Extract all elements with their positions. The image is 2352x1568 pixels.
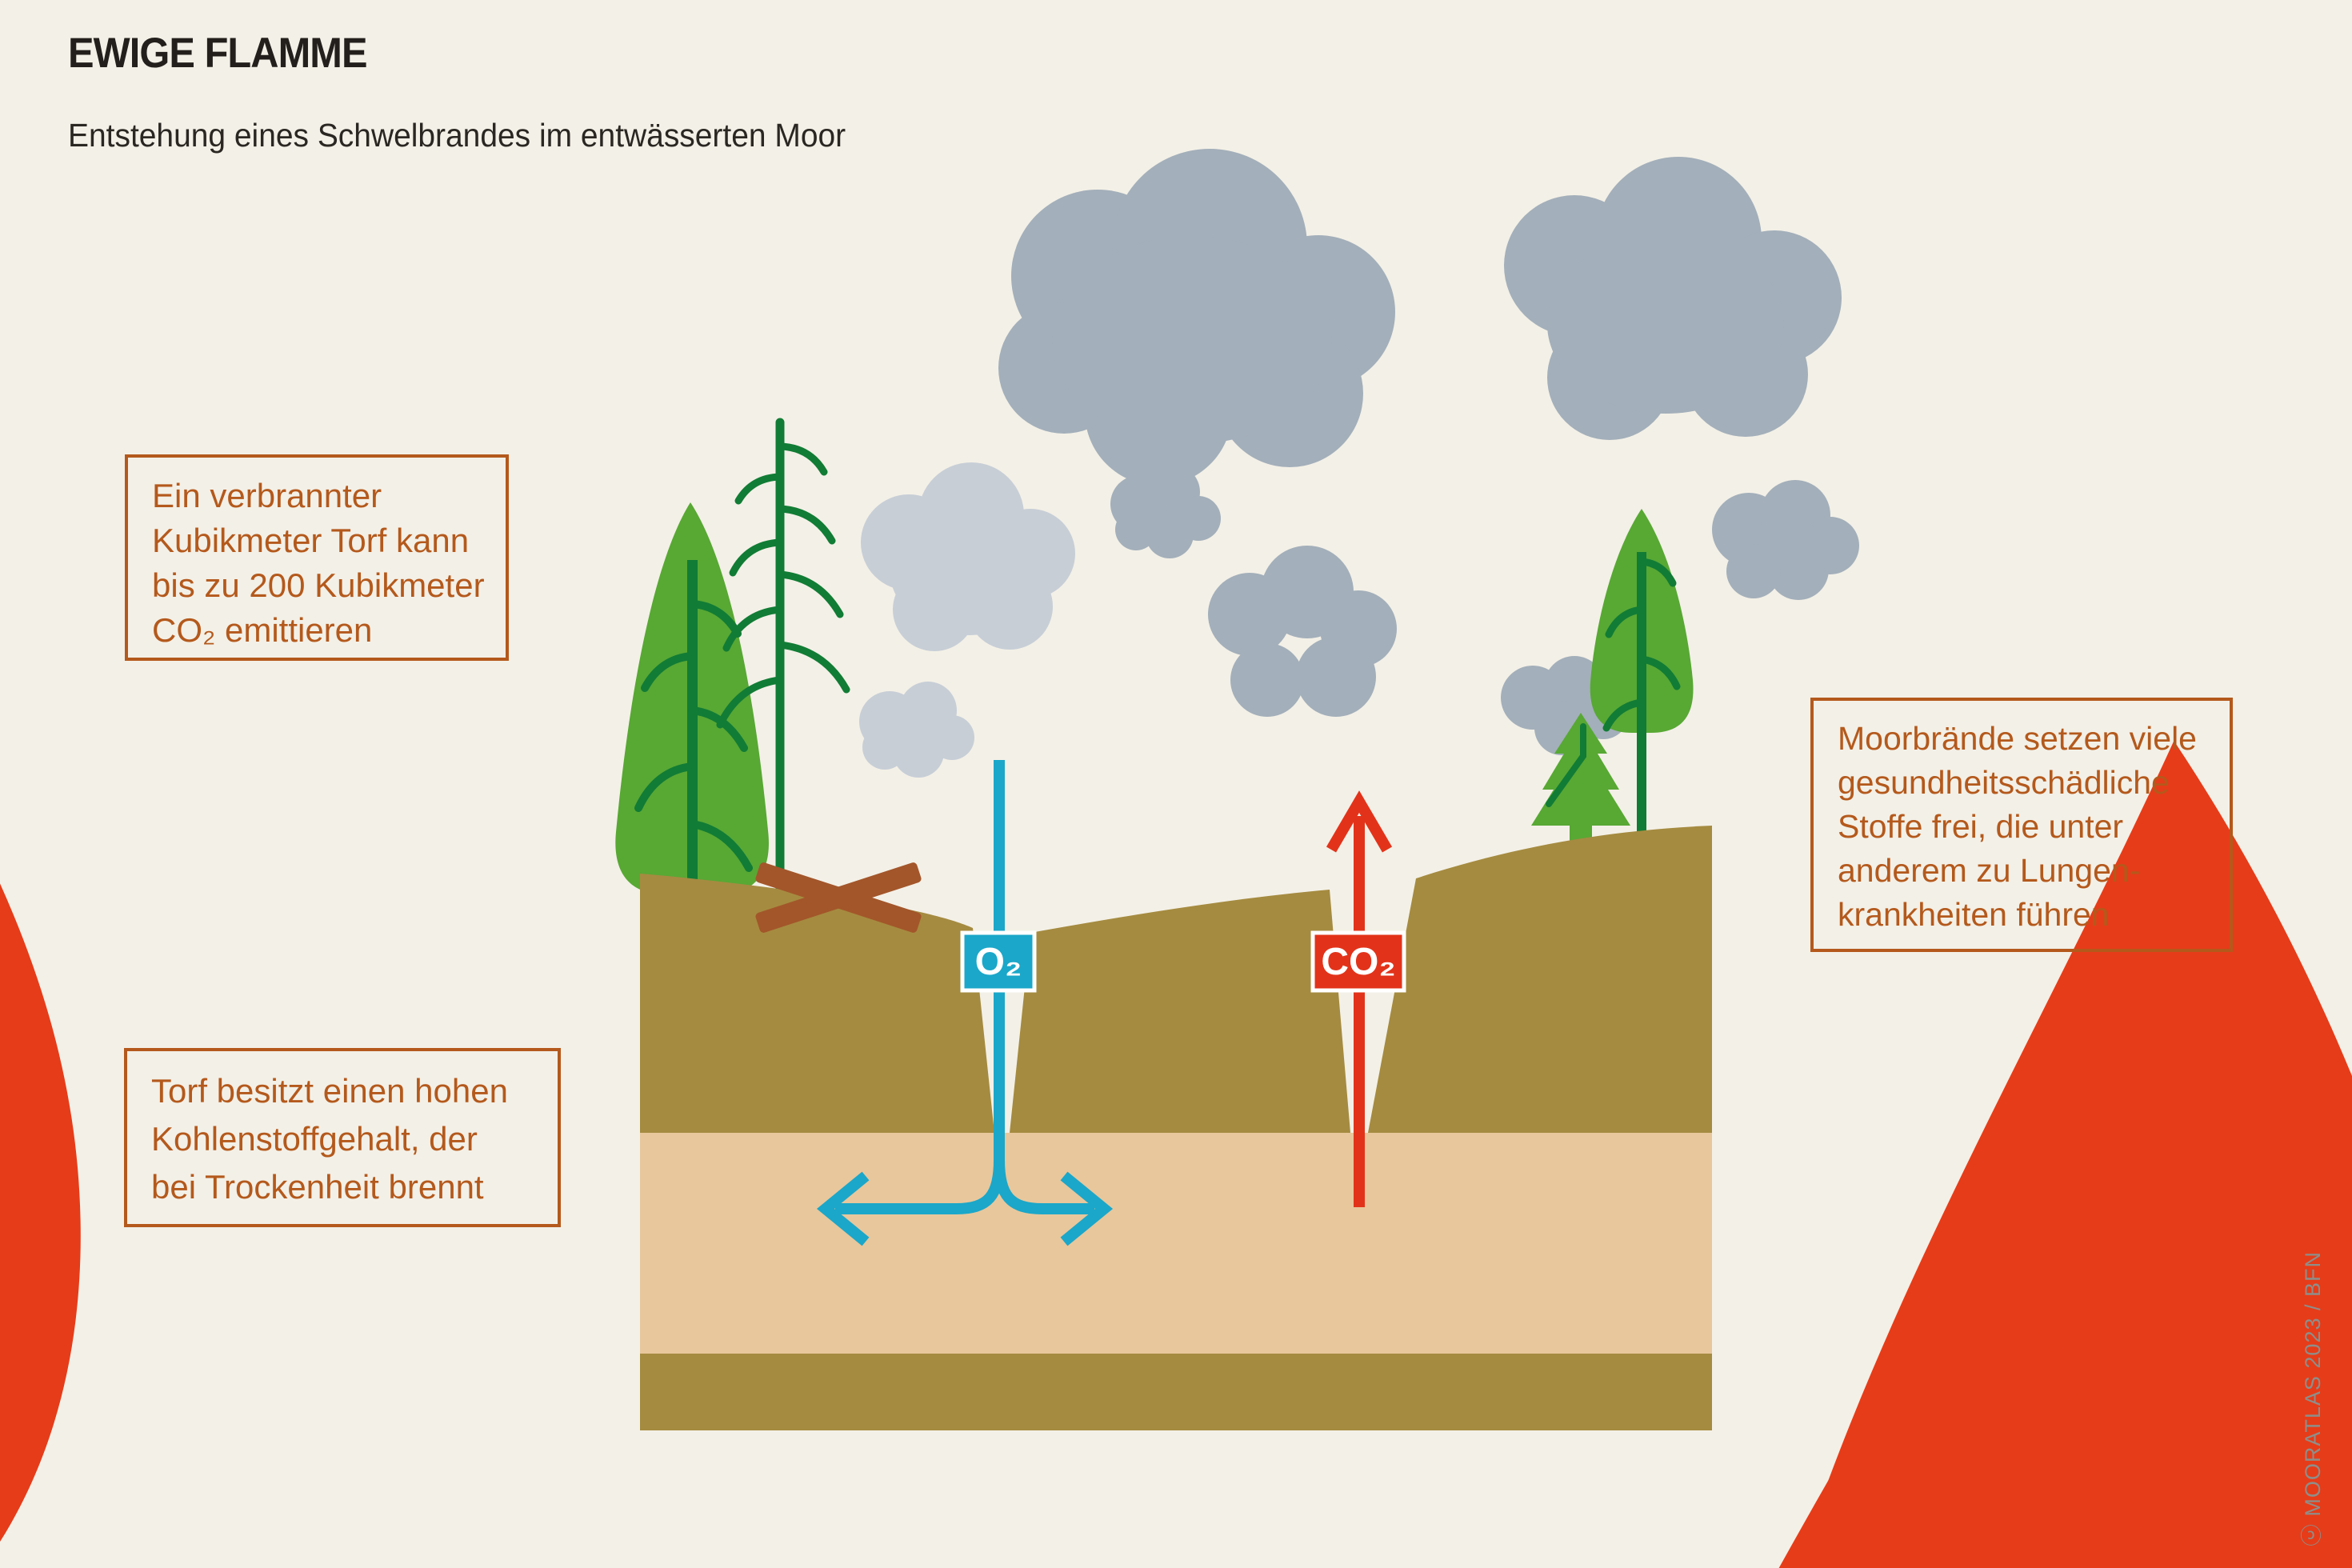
callout-peat: Torf besitzt einen hohen Kohlenstoffgeha… xyxy=(124,1048,561,1227)
callout-line: Moorbrände setzen viele xyxy=(1838,720,2197,757)
dead-tree-icon xyxy=(716,418,850,933)
soil-layers xyxy=(640,826,1712,1430)
topsoil-right xyxy=(1368,826,1712,1133)
peat-layer xyxy=(640,1133,1712,1354)
callout-line: Stoffe frei, die unter xyxy=(1838,808,2124,845)
credit-line: ⓒ MOORATLAS 2023 / BFN xyxy=(2301,1250,2325,1546)
campfire-icon xyxy=(755,862,922,933)
campfire-smoke-icon xyxy=(859,682,974,778)
callout-health: Moorbrände setzen viele gesundheitsschäd… xyxy=(1810,698,2233,952)
oxygen-label: O₂ xyxy=(975,941,1022,983)
callout-line: Ein verbrannter xyxy=(152,477,382,514)
fire-flame-icon xyxy=(0,446,81,1568)
campfire-smoke-icon xyxy=(861,462,1075,651)
co2-up-arrow-icon xyxy=(1326,790,1393,1207)
callout-line: Torf besitzt einen hohen xyxy=(151,1072,508,1110)
smoke-puff-icon xyxy=(1110,465,1221,558)
smoke-puff-icon xyxy=(1712,480,1859,600)
topsoil-middle xyxy=(1010,890,1350,1133)
subsoil-layer xyxy=(640,1354,1712,1430)
co2-label-badge: CO₂ xyxy=(1310,930,1406,993)
callout-line: krankheiten führen xyxy=(1838,896,2110,933)
smoke-puff-icon xyxy=(1501,656,1629,755)
smoke-cloud-icon xyxy=(1504,157,1842,440)
callout-line: CO₂ emittieren xyxy=(152,611,373,649)
co2-label: CO₂ xyxy=(1321,941,1395,983)
callout-line: Kubikmeter Torf kann xyxy=(152,522,470,559)
smoke-cloud-icon xyxy=(998,149,1395,486)
topsoil-left xyxy=(640,874,994,1133)
callout-emission: Ein verbrannter Kubikmeter Torf kann bis… xyxy=(125,454,509,661)
callout-line: bis zu 200 Kubikmeter xyxy=(152,566,485,604)
oxygen-label-badge: O₂ xyxy=(960,930,1037,993)
small-fir-icon xyxy=(1531,713,1630,850)
callout-line: gesundheitsschädliche xyxy=(1838,764,2170,801)
smoke-puff-icon xyxy=(1208,546,1397,717)
callout-line: anderem zu Lungen- xyxy=(1838,852,2141,889)
healthy-tree-icon xyxy=(1590,509,1694,832)
callout-line: bei Trockenheit brennt xyxy=(151,1168,484,1206)
page-title: EWIGE FLAMME xyxy=(68,30,368,77)
page-subtitle: Entstehung eines Schwelbrandes im entwäs… xyxy=(68,117,846,154)
callout-line: Kohlenstoffgehalt, der xyxy=(151,1120,478,1158)
